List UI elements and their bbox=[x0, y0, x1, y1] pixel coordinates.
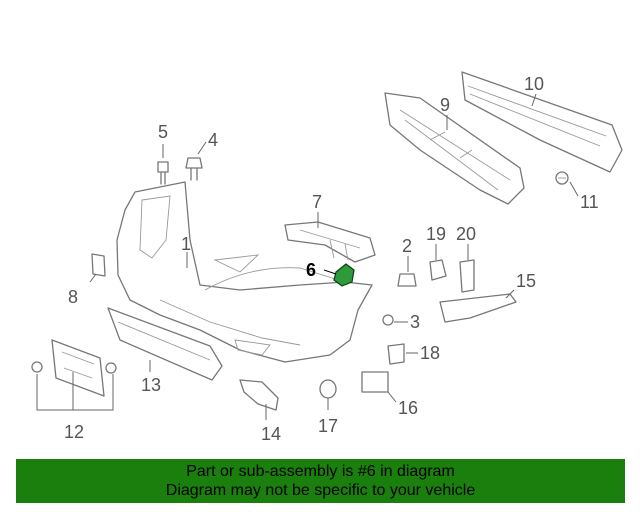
callout-2: 2 bbox=[402, 236, 412, 256]
callout-16: 16 bbox=[398, 398, 418, 418]
part-7-bracket bbox=[284, 221, 376, 263]
banner-line-2: Diagram may not be specific to your vehi… bbox=[165, 482, 476, 499]
callout-1: 1 bbox=[181, 234, 191, 254]
part-1-bumper-cover bbox=[116, 181, 373, 363]
banner-line-1: Part or sub-assembly is #6 in diagram bbox=[186, 463, 455, 480]
part-19-clip bbox=[429, 259, 447, 281]
callout-15: 15 bbox=[516, 271, 536, 291]
callout-18: 18 bbox=[420, 343, 440, 363]
part-6-highlighted bbox=[333, 263, 355, 287]
callout-12: 12 bbox=[64, 422, 84, 442]
callout-4: 4 bbox=[208, 130, 218, 150]
callout-9: 9 bbox=[440, 95, 450, 115]
callout-13: 13 bbox=[141, 375, 161, 395]
callout-8: 8 bbox=[68, 287, 78, 307]
part-10-reinforcement bbox=[461, 71, 623, 173]
part-17-cap bbox=[319, 379, 337, 399]
part-18-clip bbox=[387, 343, 405, 365]
part-12-plate-bracket bbox=[31, 339, 117, 397]
part-15-side-bracket bbox=[439, 293, 517, 323]
callout-19: 19 bbox=[426, 224, 446, 244]
callout-20: 20 bbox=[456, 224, 476, 244]
part-11-clip bbox=[555, 171, 569, 185]
callout-7: 7 bbox=[312, 192, 322, 212]
part-5-bolt bbox=[157, 161, 169, 185]
part-2-nut bbox=[397, 273, 417, 287]
callout-6: 6 bbox=[306, 260, 316, 280]
info-banner: Part or sub-assembly is #6 in diagram Di… bbox=[16, 459, 625, 503]
part-14-lamp-cover bbox=[239, 379, 279, 411]
callout-10: 10 bbox=[524, 74, 544, 94]
callout-14: 14 bbox=[261, 424, 281, 444]
part-3-screw bbox=[382, 314, 394, 326]
callout-11: 11 bbox=[580, 192, 599, 212]
part-16-sensor bbox=[361, 371, 389, 393]
callout-5: 5 bbox=[158, 122, 168, 142]
callout-17: 17 bbox=[318, 416, 338, 436]
part-9-absorber bbox=[384, 92, 525, 205]
part-20-bracket bbox=[459, 259, 475, 293]
part-8-retainer bbox=[91, 253, 106, 277]
part-13-lower-grille bbox=[107, 307, 223, 381]
part-4-clip bbox=[185, 157, 203, 181]
callout-3: 3 bbox=[410, 312, 420, 332]
